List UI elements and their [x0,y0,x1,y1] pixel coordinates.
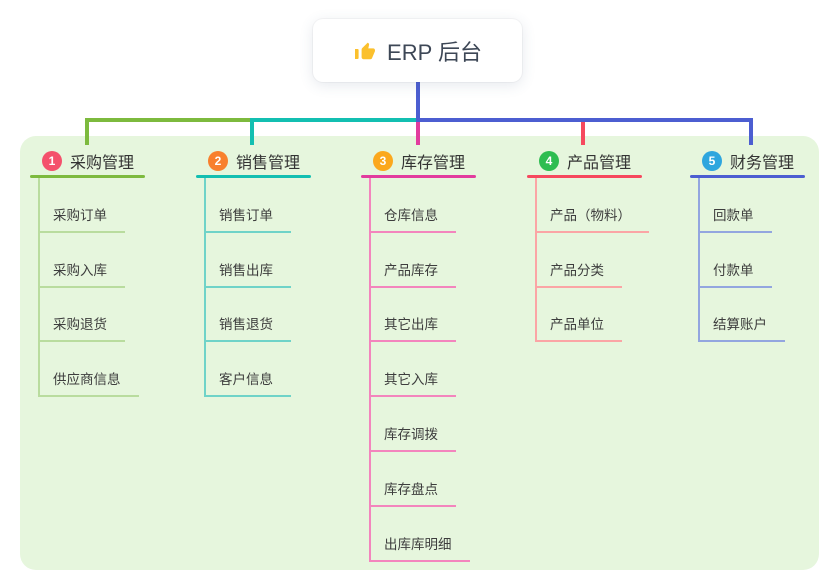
branch-items: 回款单 付款单 结算账户 [698,178,805,343]
tree-node-label: 产品分类 [537,259,622,288]
tree-node[interactable]: 采购入库 [40,233,145,288]
thumbs-up-icon [353,39,377,63]
connector-branch2-drop [250,118,254,145]
tree-node-label: 库存盘点 [371,478,456,507]
tree-node[interactable]: 回款单 [700,178,805,233]
tree-node[interactable]: 产品分类 [537,233,649,288]
tree-node-label: 销售订单 [206,204,291,233]
tree-node-label: 仓库信息 [371,204,456,233]
connector-branch4-drop [581,122,585,145]
tree-node-label: 其它入库 [371,368,456,398]
branch-sales: 2 销售管理 销售订单 销售出库 销售退货 客户信息 [196,150,311,398]
tree-node-label: 采购入库 [40,259,125,288]
tree-node[interactable]: 采购退货 [40,288,145,343]
branch-number-badge: 3 [373,151,393,171]
tree-node[interactable]: 库存调拨 [371,397,476,452]
branch-underline [527,175,642,178]
connector-branch3-drop [416,122,420,145]
tree-node-label: 结算账户 [700,313,785,343]
tree-node-label: 采购退货 [40,313,125,343]
tree-node[interactable]: 销售订单 [206,178,311,233]
branch-label: 销售管理 [236,155,301,172]
connector-branch1-horizontal [85,118,252,122]
branch-node[interactable]: 4 产品管理 [527,150,649,172]
connector-branch2-horizontal [250,118,418,122]
branch-underline [30,175,145,178]
tree-node-label: 客户信息 [206,368,291,398]
tree-node-label: 出库库明细 [371,533,470,562]
branch-label: 采购管理 [70,155,135,172]
connector-right-horizontal [416,118,753,122]
branch-items: 产品（物料） 产品分类 产品单位 [535,178,649,343]
tree-node[interactable]: 产品（物料） [537,178,649,233]
connector-branch1-drop [85,118,89,145]
branch-node[interactable]: 5 财务管理 [690,150,805,172]
branch-underline [361,175,476,178]
branch-label: 产品管理 [567,155,632,172]
connector-branch5-drop [749,118,753,145]
tree-node[interactable]: 采购订单 [40,178,145,233]
root-node-label: ERP 后台 [387,39,482,65]
branch-items: 采购订单 采购入库 采购退货 供应商信息 [38,178,145,398]
branch-node[interactable]: 3 库存管理 [361,150,476,172]
tree-node-label: 其它出库 [371,313,456,343]
tree-node-label: 销售出库 [206,259,291,288]
branch-label: 库存管理 [401,155,466,172]
tree-node-label: 产品单位 [537,313,622,343]
branch-node[interactable]: 2 销售管理 [196,150,311,172]
tree-node-label: 库存调拨 [371,423,456,452]
tree-node-label: 回款单 [700,204,772,233]
branch-label: 财务管理 [730,155,795,172]
branch-purchase: 1 采购管理 采购订单 采购入库 采购退货 供应商信息 [30,150,145,398]
tree-node[interactable]: 库存盘点 [371,452,476,507]
branch-number-badge: 2 [208,151,228,171]
branch-product: 4 产品管理 产品（物料） 产品分类 产品单位 [527,150,649,343]
trunk-connector [416,82,420,118]
branch-number-badge: 1 [42,151,62,171]
tree-node[interactable]: 其它入库 [371,342,476,398]
tree-node[interactable]: 客户信息 [206,342,311,398]
tree-node-label: 采购订单 [40,204,125,233]
tree-node-label: 产品库存 [371,259,456,288]
tree-node[interactable]: 仓库信息 [371,178,476,233]
tree-node-label: 产品（物料） [537,204,649,233]
tree-node[interactable]: 结算账户 [700,288,805,343]
tree-node[interactable]: 其它出库 [371,288,476,343]
tree-node[interactable]: 供应商信息 [40,342,145,398]
tree-node[interactable]: 销售退货 [206,288,311,343]
branch-inventory: 3 库存管理 仓库信息 产品库存 其它出库 其它入库 库存调拨 库存盘点 出库库… [361,150,476,562]
root-node[interactable]: ERP 后台 [313,19,522,82]
branch-items: 销售订单 销售出库 销售退货 客户信息 [204,178,311,398]
branch-underline [196,175,311,178]
tree-node-label: 销售退货 [206,313,291,343]
tree-node[interactable]: 产品库存 [371,233,476,288]
tree-node-label: 供应商信息 [40,368,139,398]
branch-number-badge: 5 [702,151,722,171]
tree-node-label: 付款单 [700,259,772,288]
tree-node[interactable]: 付款单 [700,233,805,288]
tree-node[interactable]: 出库库明细 [371,507,476,562]
branches-panel [20,136,819,570]
branch-node[interactable]: 1 采购管理 [30,150,145,172]
tree-node[interactable]: 产品单位 [537,288,649,343]
branch-finance: 5 财务管理 回款单 付款单 结算账户 [690,150,805,343]
branch-items: 仓库信息 产品库存 其它出库 其它入库 库存调拨 库存盘点 出库库明细 [369,178,476,562]
branch-number-badge: 4 [539,151,559,171]
branch-underline [690,175,805,178]
tree-node[interactable]: 销售出库 [206,233,311,288]
